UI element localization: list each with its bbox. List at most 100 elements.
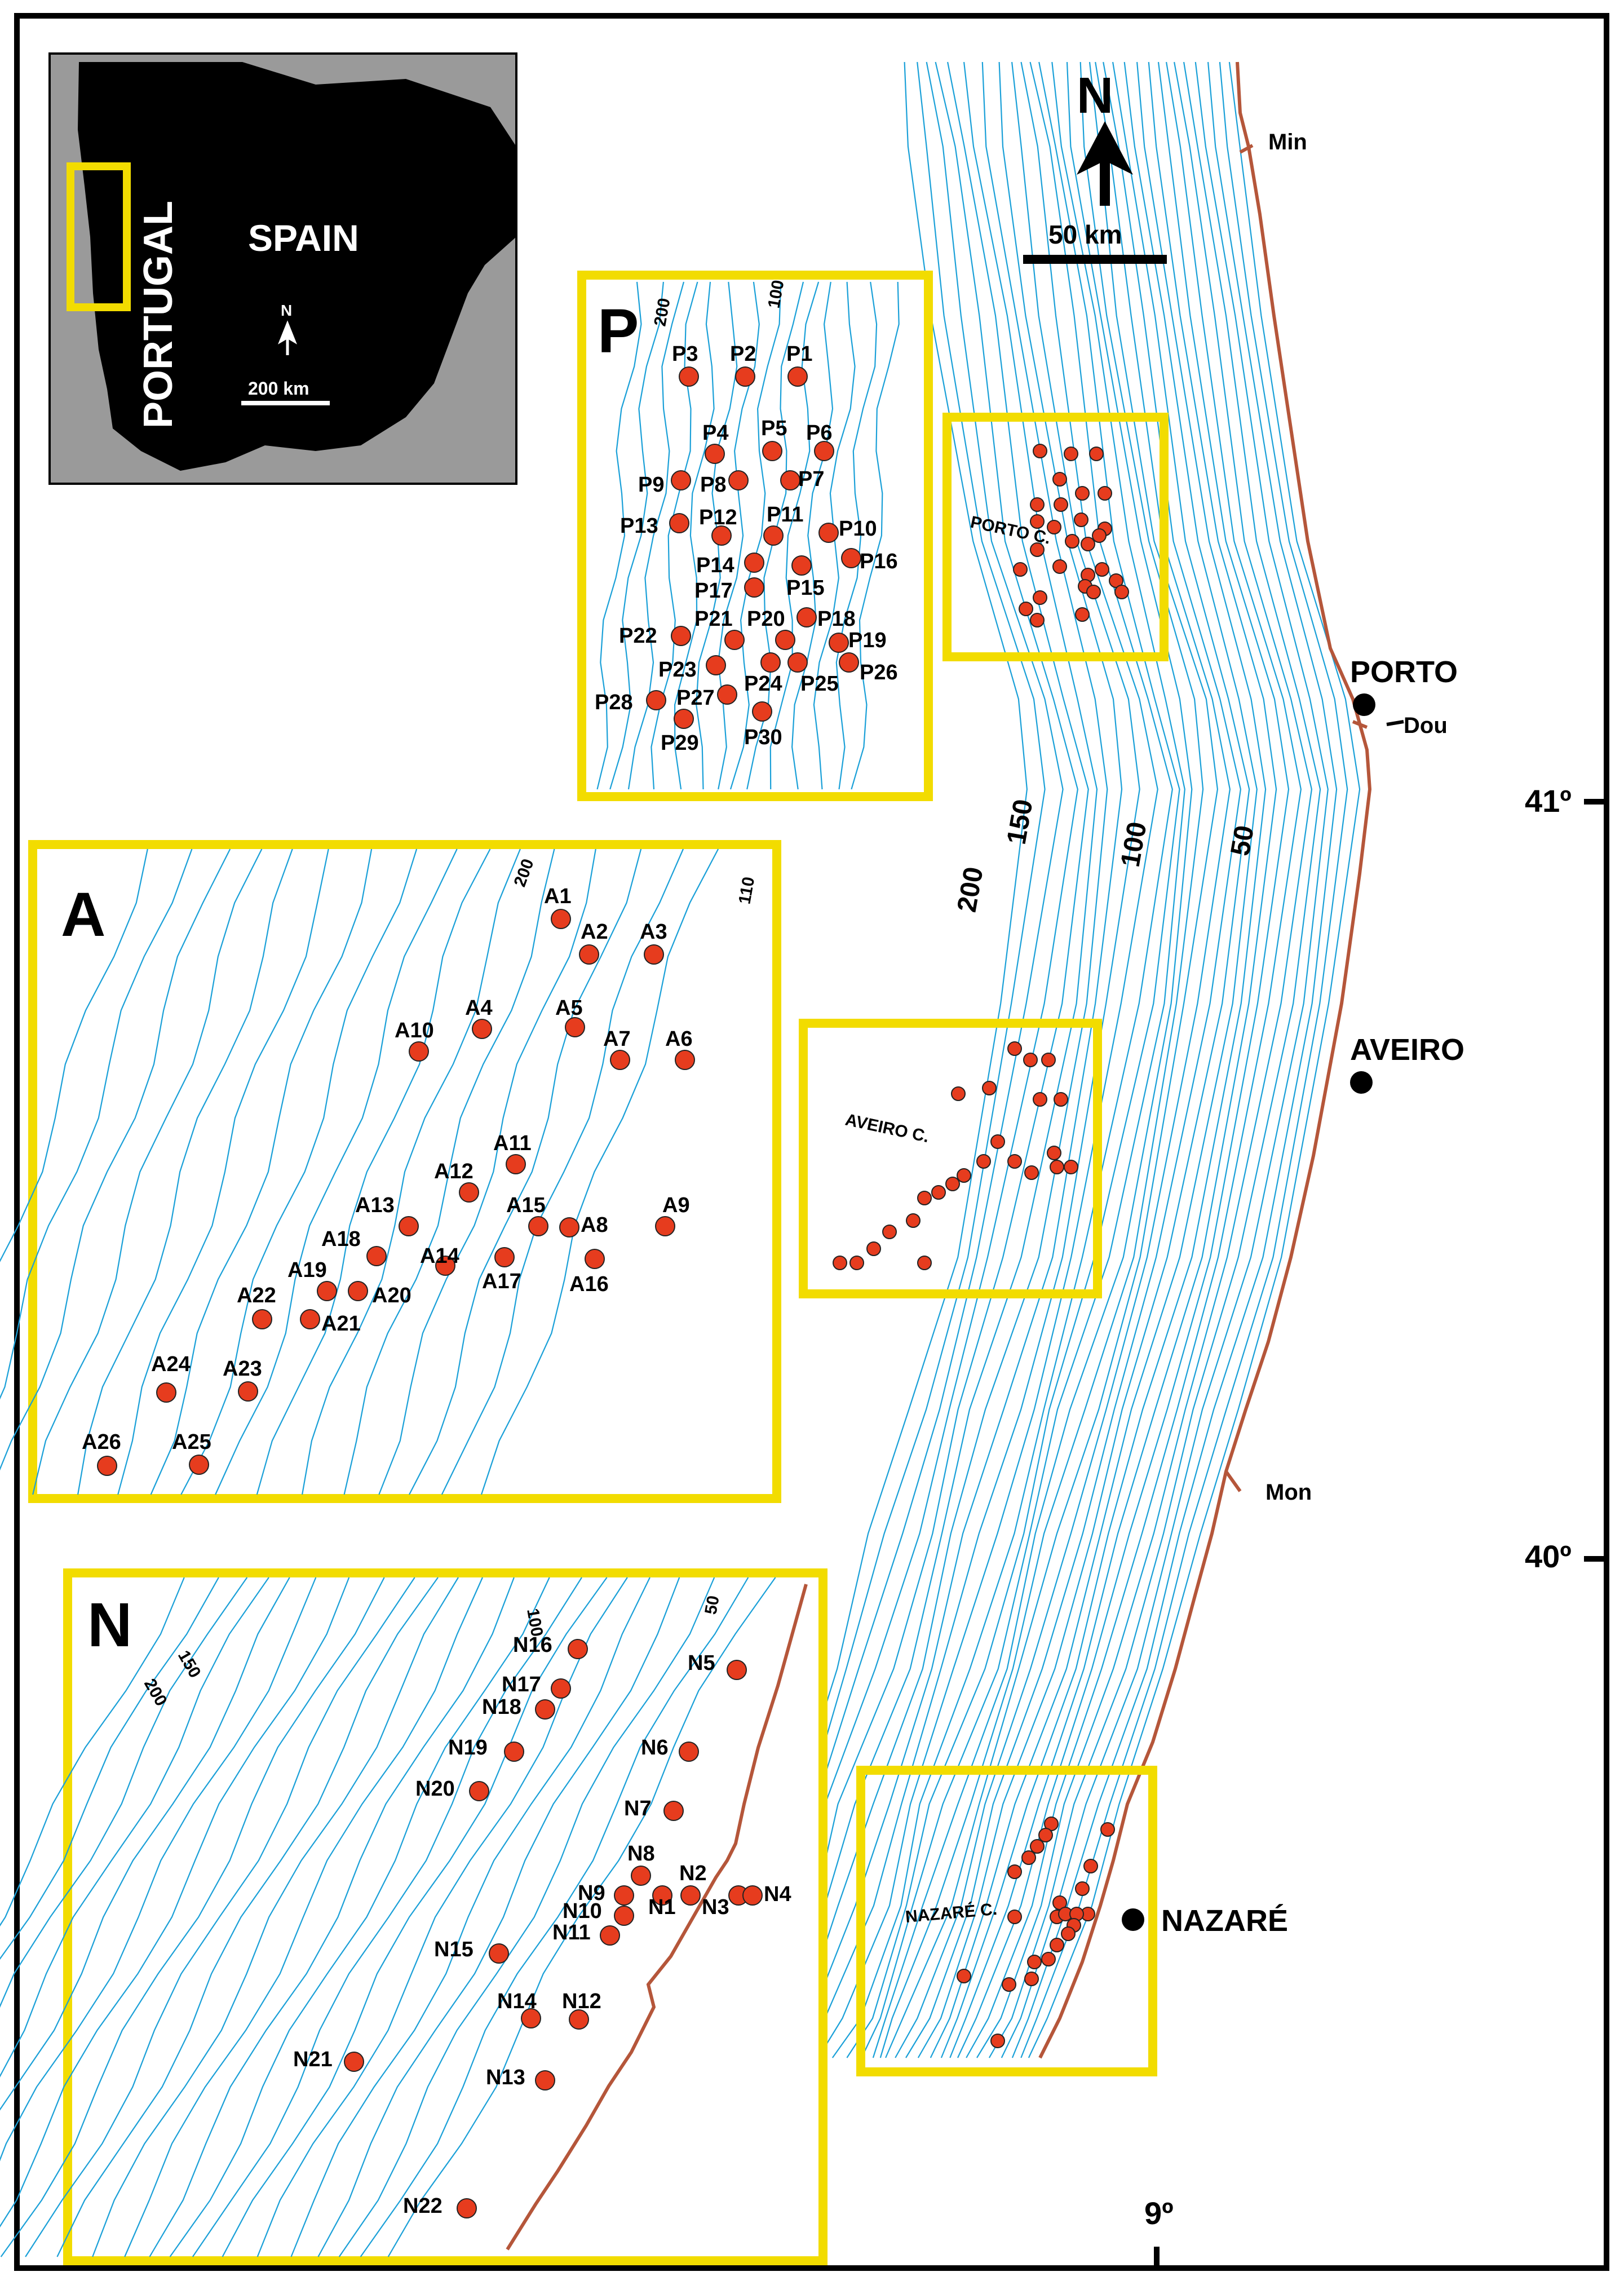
station-marker <box>1075 1881 1090 1896</box>
station-p25: P25 <box>787 652 839 696</box>
station-a25: A25 <box>172 1430 211 1475</box>
station-marker <box>156 1382 176 1403</box>
station-label: N11 <box>552 1921 591 1944</box>
isobath-line <box>940 61 1267 2058</box>
station-marker <box>990 2034 1005 2048</box>
station-label: A24 <box>151 1353 191 1376</box>
station-n15: N15 <box>434 1938 509 1964</box>
isobath-line <box>1028 61 1361 2058</box>
isobath-line <box>596 281 642 790</box>
station-marker <box>945 1177 960 1191</box>
station-label: A23 <box>223 1357 262 1381</box>
station-label: N12 <box>562 1990 601 2013</box>
station-label: A4 <box>465 996 493 1020</box>
station-n2: N2 <box>679 1862 707 1906</box>
station-marker <box>1030 514 1045 529</box>
station-a16: A16 <box>569 1249 609 1296</box>
station-marker <box>585 1249 605 1269</box>
city-aveiro-marker <box>1350 1071 1373 1094</box>
station-marker <box>506 1154 526 1174</box>
station-marker <box>317 1281 337 1301</box>
isobath-line <box>150 848 373 1495</box>
station-p9: P9 <box>638 470 691 497</box>
station-label: P22 <box>619 624 657 648</box>
inset-a-isobaths <box>0 848 719 1495</box>
station-p20: P20 <box>747 607 795 650</box>
isobath-line <box>0 1577 317 2162</box>
station-marker <box>833 1256 847 1270</box>
station-marker <box>1064 447 1078 461</box>
station-p23: P23 <box>658 655 726 682</box>
station-marker <box>775 630 795 650</box>
station-label: N9 <box>578 1881 605 1905</box>
station-p24: P24 <box>744 652 782 696</box>
inset-a-label: A <box>61 880 105 949</box>
station-label: A20 <box>372 1284 411 1307</box>
iberia-landmass <box>78 62 516 471</box>
station-marker <box>97 1456 117 1476</box>
station-marker <box>1075 486 1090 501</box>
station-label: P9 <box>638 473 664 497</box>
spain-label: SPAIN <box>248 217 359 259</box>
station-n7: N7 <box>624 1797 684 1821</box>
station-p15: P15 <box>786 555 825 600</box>
station-marker <box>951 1086 966 1101</box>
river-mon-label: Mon <box>1265 1480 1312 1505</box>
main-scale-label: 50 km <box>1048 220 1122 249</box>
station-label: P30 <box>744 726 782 749</box>
station-marker <box>882 1225 897 1239</box>
station-marker <box>744 577 764 598</box>
coast-river-min <box>1239 144 1254 154</box>
station-marker <box>1024 1972 1039 1986</box>
station-label: P17 <box>694 579 733 603</box>
station-n5: N5 <box>688 1651 747 1680</box>
isobath-line <box>124 1577 484 2257</box>
station-label: N16 <box>513 1633 552 1657</box>
isobath-line <box>290 1577 651 2257</box>
station-p22: P22 <box>619 624 691 648</box>
isobath-line <box>0 1577 219 1960</box>
station-marker <box>489 1943 509 1964</box>
station-label: N1 <box>648 1895 676 1919</box>
station-label: P27 <box>676 686 715 710</box>
isobath-line <box>56 1577 439 2257</box>
station-marker <box>300 1309 320 1329</box>
isobath-line <box>25 1577 415 2257</box>
city-porto-label: PORTO <box>1350 655 1458 689</box>
station-p30: P30 <box>744 701 782 749</box>
station-marker <box>724 630 745 650</box>
station-marker <box>717 684 737 705</box>
isobath-line <box>222 1577 608 2257</box>
station-marker <box>705 444 725 464</box>
station-label: A14 <box>420 1244 459 1268</box>
isobath-line <box>1001 61 1329 2058</box>
station-p29: P29 <box>661 709 699 755</box>
isobath-line <box>717 281 760 790</box>
station-label: A7 <box>603 1027 631 1051</box>
station-marker <box>787 366 808 387</box>
station-marker <box>1033 590 1047 605</box>
station-marker <box>818 523 839 543</box>
isobath-line <box>378 848 596 1495</box>
inset-n-isobath-50: 50 <box>701 1594 723 1616</box>
station-n1: N1 <box>648 1885 676 1919</box>
station-label: A8 <box>581 1213 608 1237</box>
station-marker <box>1007 1154 1022 1169</box>
station-a15: A15 <box>506 1194 548 1236</box>
portugal-label: PORTUGAL <box>136 201 181 428</box>
isobath-line <box>0 848 193 1400</box>
station-marker <box>814 441 834 461</box>
station-marker <box>535 1699 555 1720</box>
station-marker <box>1054 1092 1068 1107</box>
station-n22: N22 <box>403 2194 477 2218</box>
station-marker <box>849 1256 864 1270</box>
station-marker <box>1030 497 1045 512</box>
station-marker <box>399 1216 419 1236</box>
isobath-line <box>480 848 719 1495</box>
station-p28: P28 <box>595 690 666 714</box>
station-marker <box>706 655 726 675</box>
station-label: P5 <box>761 417 787 440</box>
overview-north-arrow-icon <box>277 320 298 355</box>
